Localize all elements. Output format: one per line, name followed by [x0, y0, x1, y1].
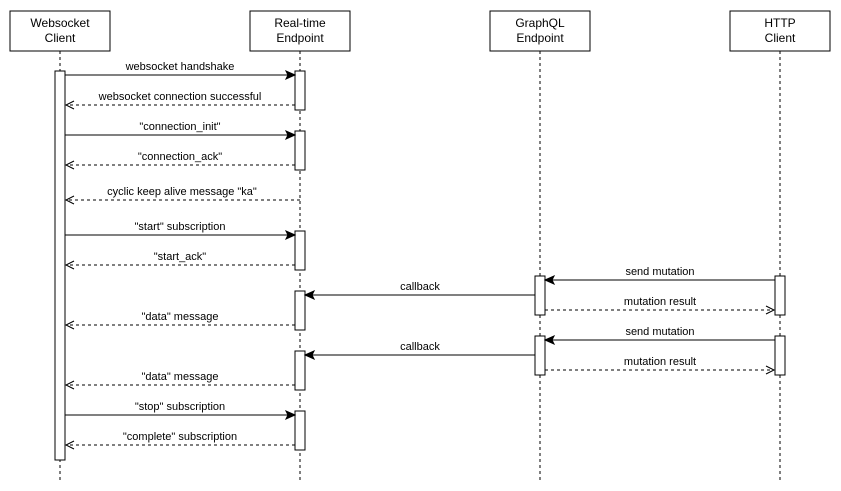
message-label: mutation result [624, 356, 696, 368]
participant-name: Endpoint [516, 31, 564, 45]
message-label: "stop" subscription [135, 401, 225, 413]
activation-bar [294, 130, 306, 171]
participant-name: Endpoint [276, 31, 324, 45]
arrow-head-icon [543, 334, 556, 346]
activation-bar [294, 350, 306, 391]
message-callback: callback [303, 281, 535, 301]
message-label: "data" message [142, 371, 219, 383]
activation-bar [294, 70, 306, 111]
activation-bar [294, 290, 306, 331]
message-start-subscription: "start" subscription [65, 221, 297, 241]
message-label: websocket connection successful [98, 91, 262, 103]
arrow-head-icon [303, 349, 316, 361]
message-send-mutation: send mutation [543, 326, 775, 346]
message-mutation-result: mutation result [545, 296, 776, 315]
arrow-head-icon [543, 274, 556, 286]
message-stop-subscription: "stop" subscription [65, 401, 297, 421]
message-websocket-handshake: websocket handshake [65, 61, 297, 81]
message-connection-ack: "connection_ack" [64, 151, 295, 170]
message-label: "connection_init" [139, 121, 220, 133]
activation-bar [774, 275, 786, 316]
message-label: "connection_ack" [138, 151, 222, 163]
arrow-head-icon [284, 129, 297, 141]
participant-name: Client [765, 31, 796, 45]
activation-bar [774, 335, 786, 376]
activation-bar [294, 410, 306, 451]
participant-name: HTTP [764, 16, 795, 30]
activation-bar [534, 275, 546, 316]
message-keep-alive: cyclic keep alive message "ka" [64, 186, 300, 205]
message-label: "start_ack" [154, 251, 207, 263]
message-label: websocket handshake [125, 61, 235, 73]
participant-realtime-endpoint: Real-time Endpoint [249, 10, 351, 52]
arrow-head-icon [765, 365, 776, 375]
message-label: send mutation [625, 266, 694, 278]
participant-websocket-client: Websocket Client [9, 10, 111, 52]
message-data: "data" message [64, 311, 295, 330]
arrow-head-icon [765, 305, 776, 315]
participant-name: Client [45, 31, 76, 45]
activation-bar [294, 230, 306, 271]
message-send-mutation: send mutation [543, 266, 775, 286]
arrow-head-icon [64, 260, 75, 270]
message-callback: callback [303, 341, 535, 361]
message-mutation-result: mutation result [545, 356, 776, 375]
message-start-ack: "start_ack" [64, 251, 295, 270]
arrow-head-icon [64, 100, 75, 110]
message-label: send mutation [625, 326, 694, 338]
activation-bar [534, 335, 546, 376]
message-label: "data" message [142, 311, 219, 323]
message-websocket-connection-successful: websocket connection successful [64, 91, 295, 110]
message-label: "start" subscription [135, 221, 226, 233]
participant-graphql-endpoint: GraphQL Endpoint [489, 10, 591, 52]
participant-name: Real-time [274, 16, 326, 30]
arrow-head-icon [64, 380, 75, 390]
message-label: "complete" subscription [123, 431, 237, 443]
message-label: callback [400, 341, 440, 353]
arrow-head-icon [284, 409, 297, 421]
arrow-head-icon [64, 195, 75, 205]
arrow-head-icon [284, 69, 297, 81]
arrow-head-icon [303, 289, 316, 301]
arrow-head-icon [64, 440, 75, 450]
participant-http-client: HTTP Client [729, 10, 831, 52]
arrow-head-icon [284, 229, 297, 241]
arrow-head-icon [64, 320, 75, 330]
activation-bar [54, 70, 66, 461]
participant-name: Websocket [30, 16, 90, 30]
arrow-head-icon [64, 160, 75, 170]
message-label: cyclic keep alive message "ka" [107, 186, 257, 198]
participant-name: GraphQL [515, 16, 565, 30]
message-label: callback [400, 281, 440, 293]
message-complete-subscription: "complete" subscription [64, 431, 295, 450]
message-label: mutation result [624, 296, 696, 308]
message-data: "data" message [64, 371, 295, 390]
message-connection-init: "connection_init" [65, 121, 297, 141]
